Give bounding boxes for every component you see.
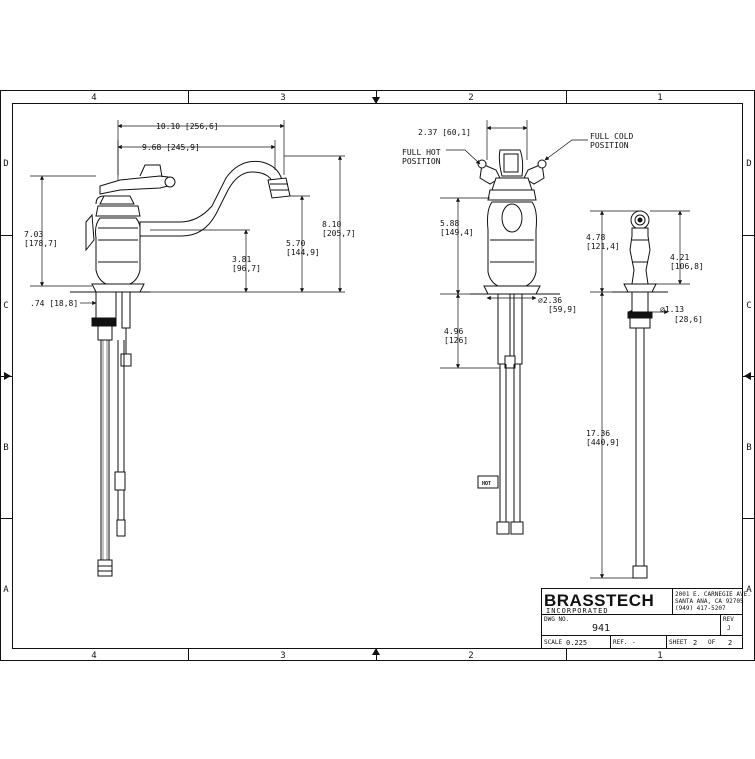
zone-col-3-top: 3 bbox=[280, 93, 285, 103]
side-view-dimensions bbox=[30, 120, 345, 306]
dim-4-96-in: 4.96 bbox=[444, 327, 463, 336]
dim-3-81-in: 3.81 bbox=[232, 255, 251, 264]
dim-4-96-mm: [126] bbox=[444, 336, 468, 345]
front-view-dimensions bbox=[440, 120, 588, 369]
faucet-side-view bbox=[70, 160, 291, 577]
dim-4-21-in: 4.21 bbox=[670, 253, 689, 262]
zone-col-1-bottom: 1 bbox=[657, 651, 662, 661]
dim-7-03-mm: [178,7] bbox=[24, 239, 58, 248]
dim-1-13-in: ⌀1.13 bbox=[660, 305, 684, 314]
zone-col-4-top: 4 bbox=[91, 93, 96, 103]
dwg-no-value: 941 bbox=[592, 623, 610, 634]
note-full-hot-2: POSITION bbox=[402, 157, 441, 166]
company-sub-text: INCORPORATED bbox=[546, 607, 609, 615]
dim-17-36-in: 17.36 bbox=[586, 429, 610, 438]
rev-value: J bbox=[727, 625, 731, 632]
centering-marks bbox=[4, 97, 751, 655]
dim-8-10-mm: [205,7] bbox=[322, 229, 356, 238]
of-value: 2 bbox=[728, 639, 732, 647]
dim-5-88-mm: [149,4] bbox=[440, 228, 474, 237]
dim-4-78-mm: [121,4] bbox=[586, 242, 620, 251]
sprayer-dimensions bbox=[590, 210, 690, 579]
dim-10-10: 10.10 [256,6] bbox=[156, 122, 219, 131]
hot-tag-label: HOT bbox=[482, 481, 491, 487]
title-block: BRASSTECH INCORPORATED 2001 E. CARNEGIE … bbox=[541, 588, 751, 649]
zone-row-a-left: A bbox=[3, 585, 9, 595]
dim-0-74: .74 [18,8] bbox=[30, 299, 78, 308]
side-view-dim-labels: 10.10 [256,6] 9.68 [245,9] 7.03 [178,7] … bbox=[24, 122, 356, 308]
address-line-3: (949) 417-5207 bbox=[675, 605, 726, 612]
ref-label: REF. bbox=[613, 639, 627, 646]
dim-17-36-mm: [440,9] bbox=[586, 438, 620, 447]
side-sprayer-view bbox=[612, 210, 668, 579]
note-full-hot-1: FULL HOT bbox=[402, 148, 441, 157]
zone-col-2-bottom: 2 bbox=[468, 651, 473, 661]
sheet-label: SHEET bbox=[669, 639, 687, 646]
dim-8-10-in: 8.10 bbox=[322, 220, 341, 229]
zone-col-1-top: 1 bbox=[657, 93, 662, 103]
scale-value: 0.225 bbox=[566, 639, 587, 647]
dim-4-21-mm: [106,8] bbox=[670, 262, 704, 271]
zone-labels: 4 3 2 1 4 3 2 1 D C B A D C B A bbox=[3, 93, 752, 661]
front-view-dim-labels: 2.37 [60,1] FULL HOT POSITION FULL COLD … bbox=[402, 128, 634, 345]
zone-col-2-top: 2 bbox=[468, 93, 473, 103]
dim-7-03-in: 7.03 bbox=[24, 230, 43, 239]
dim-1-13-mm: [28,6] bbox=[674, 315, 703, 324]
note-full-cold-1: FULL COLD bbox=[590, 132, 634, 141]
faucet-front-view bbox=[470, 149, 560, 535]
zone-row-b-left: B bbox=[3, 443, 8, 453]
dim-9-68: 9.68 [245,9] bbox=[142, 143, 200, 152]
dim-5-70-in: 5.70 bbox=[286, 239, 305, 248]
zone-row-b-right: B bbox=[746, 443, 751, 453]
zone-row-c-right: C bbox=[746, 301, 751, 311]
address-line-1: 2001 E. CARNEGIE AVE. bbox=[675, 591, 751, 598]
zone-row-d-left: D bbox=[3, 159, 8, 169]
scale-label: SCALE bbox=[544, 639, 562, 646]
company-logo-text: BRASSTECH bbox=[544, 591, 654, 610]
rev-label: REV bbox=[723, 616, 734, 623]
zone-row-a-right: A bbox=[746, 585, 752, 595]
dwg-no-label: DWG NO. bbox=[544, 616, 569, 623]
dim-2-37: 2.37 [60,1] bbox=[418, 128, 471, 137]
note-full-cold-2: POSITION bbox=[590, 141, 629, 150]
dim-5-70-mm: [144,9] bbox=[286, 248, 320, 257]
zone-row-c-left: C bbox=[3, 301, 8, 311]
dim-4-78-in: 4.78 bbox=[586, 233, 605, 242]
dim-2-36-in: ⌀2.36 bbox=[538, 296, 562, 305]
ref-value: - bbox=[632, 639, 636, 646]
dim-2-36-mm: [59,9] bbox=[548, 305, 577, 314]
zone-row-d-right: D bbox=[746, 159, 751, 169]
zone-col-3-bottom: 3 bbox=[280, 651, 285, 661]
sheet-value: 2 bbox=[693, 639, 697, 647]
dim-5-88-in: 5.88 bbox=[440, 219, 459, 228]
dim-3-81-mm: [96,7] bbox=[232, 264, 261, 273]
of-label: OF bbox=[708, 639, 716, 646]
address-line-2: SANTA ANA, CA 92705 bbox=[675, 598, 744, 605]
sprayer-dim-labels: 4.78 [121,4] 4.21 [106,8] ⌀1.13 [28,6] 1… bbox=[586, 233, 704, 447]
zone-col-4-bottom: 4 bbox=[91, 651, 96, 661]
